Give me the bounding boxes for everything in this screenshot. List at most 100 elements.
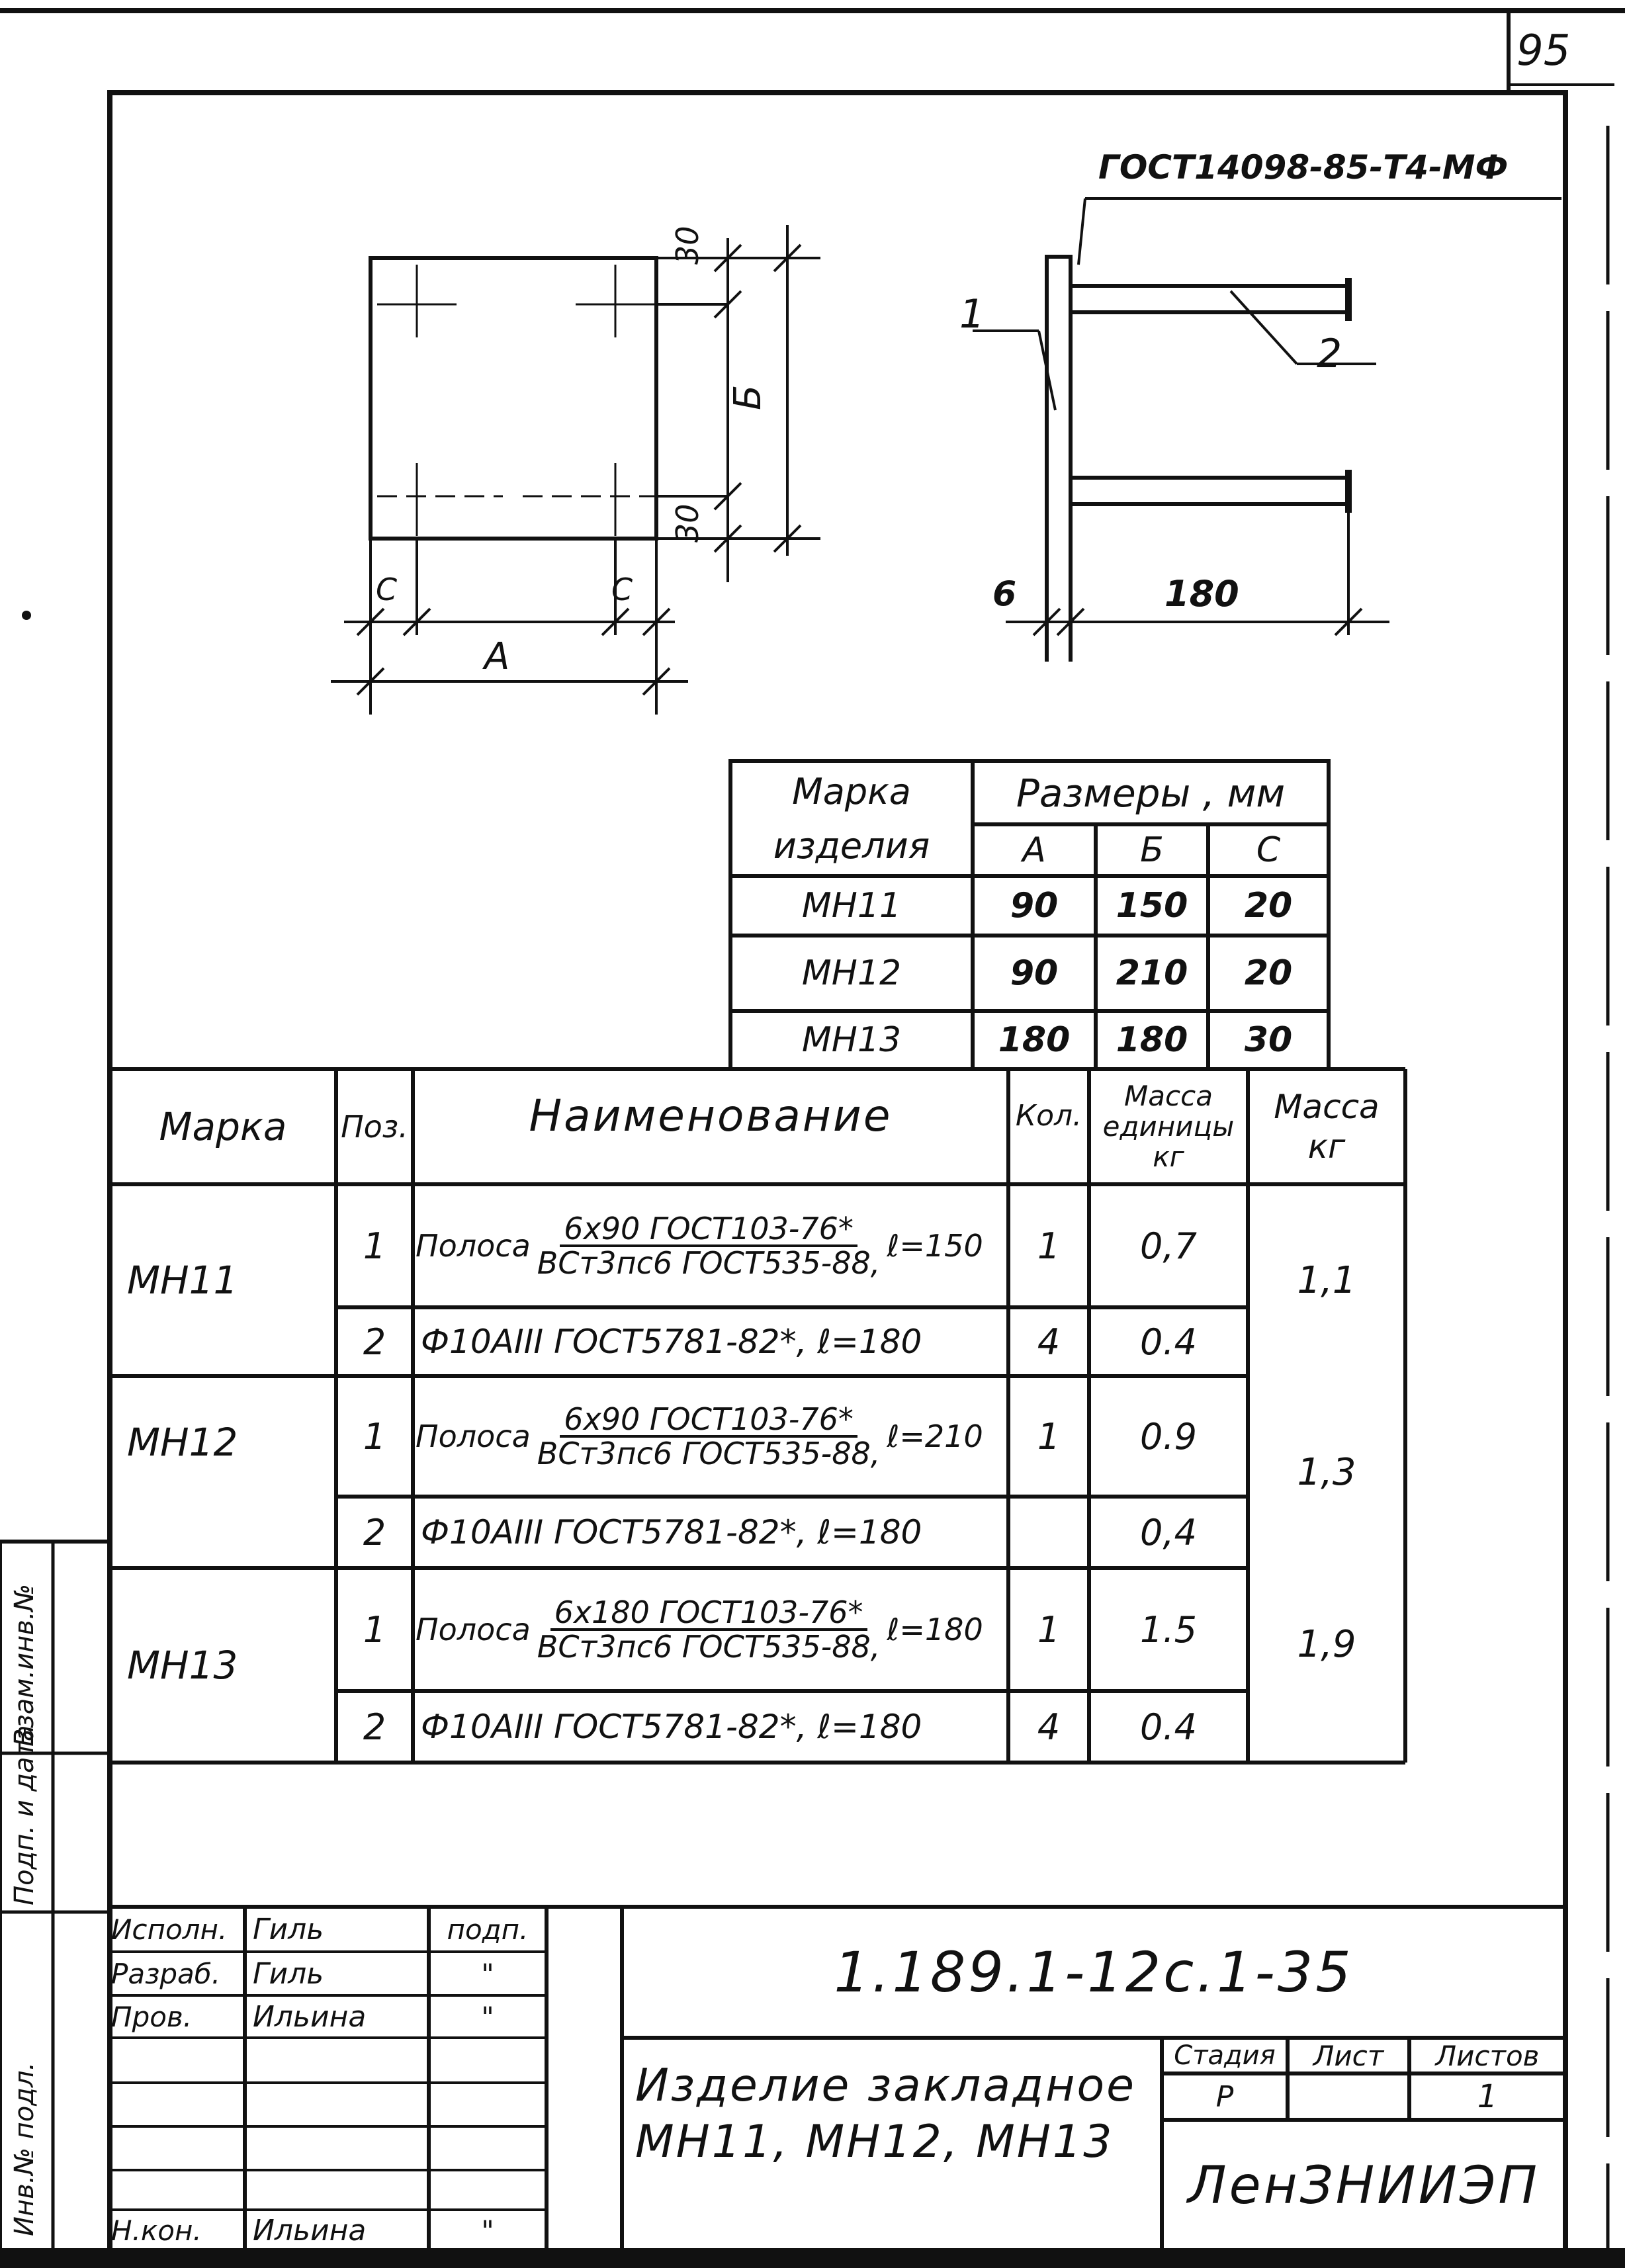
tb-title-line2: МН11, МН12, МН13: [635, 2116, 1114, 2168]
spec-row-fraction-den: ВСт3пс6 ГОСТ535-88,: [537, 1436, 881, 1471]
tb-doc-code: 1.189.1-12с.1-35: [834, 1940, 1354, 2005]
tb-role: Пров.: [111, 2000, 193, 2033]
sizes-row-b: 180: [1116, 1020, 1188, 1060]
sizes-col-b: Б: [1140, 830, 1164, 870]
spec-row-unit-mass: 0,4: [1140, 1511, 1197, 1553]
spec-group-mark: МН11: [127, 1258, 238, 1303]
spec-row-pos: 1: [363, 1415, 386, 1458]
spec-row-fraction-den: ВСт3пс6 ГОСТ535-88,: [537, 1629, 881, 1665]
sizes-row-a: 90: [1010, 953, 1059, 993]
sizes-row-c: 20: [1244, 953, 1293, 993]
tb-sheets: 1: [1477, 2078, 1498, 2115]
spec-row-prefix: Полоса: [416, 1228, 531, 1264]
tb-role: Н.кон.: [111, 2214, 202, 2247]
sizes-row-mark: МН11: [801, 886, 902, 926]
spec-row-fraction-num: 6х180 ГОСТ103-76*: [550, 1596, 867, 1631]
spec-row-pos: 2: [363, 1321, 386, 1363]
spec-row-qty: 4: [1037, 1321, 1061, 1363]
tb-sheet: [1288, 2073, 1409, 2120]
tb-name: Гиль: [253, 1912, 324, 1946]
spec-header-unit-mass-1: Масса: [1124, 1079, 1213, 1112]
tb-name: Ильина: [253, 1999, 367, 2034]
spec-row-unit-mass: 0.4: [1140, 1321, 1197, 1363]
dim-length: 180: [1164, 573, 1239, 615]
spec-row-fraction-den: ВСт3пс6 ГОСТ535-88,: [537, 1245, 881, 1281]
spec-group-mark: МН12: [127, 1420, 238, 1465]
sizes-row-a: 180: [998, 1020, 1071, 1060]
spec-row-name: Ф10АIII ГОСТ5781-82*, ℓ=180: [421, 1323, 922, 1361]
spec-row-suffix: ℓ=180: [887, 1612, 983, 1647]
spec-group-mark: МН13: [127, 1643, 238, 1688]
spec-header-pos: Поз.: [341, 1109, 408, 1145]
sheet-number: 95: [1516, 26, 1571, 75]
weld-gost-note: ГОСТ14098-85-Т4-МФ: [1098, 148, 1509, 187]
spec-row-fraction-num: 6х90 ГОСТ103-76*: [560, 1212, 857, 1247]
tb-sign: ": [481, 2214, 494, 2247]
spec-group-mass: 1,3: [1297, 1450, 1356, 1494]
dim-c-left: С: [376, 572, 398, 607]
spec-row-name: Полоса 6х180 ГОСТ103-76* ВСт3пс6 ГОСТ535…: [413, 1568, 1008, 1691]
spec-row-qty: 4: [1037, 1706, 1061, 1748]
spec-header-mark: Марка: [159, 1104, 287, 1149]
sizes-row-b: 150: [1116, 886, 1188, 926]
spec-row-name: Полоса 6х90 ГОСТ103-76* ВСт3пс6 ГОСТ535-…: [413, 1376, 1008, 1497]
tb-title-line1: Изделие закладное: [635, 2060, 1136, 2112]
sizes-row-c: 20: [1244, 886, 1293, 926]
spec-header-unit-mass-2: единицы: [1102, 1110, 1235, 1143]
tb-role: Разраб.: [111, 1957, 221, 1990]
tb-sheet-label: Лист: [1313, 2039, 1384, 2072]
tb-stage: Р: [1215, 2079, 1234, 2114]
spec-row-fraction: 6х180 ГОСТ103-76* ВСт3пс6 ГОСТ535-88,: [533, 1596, 885, 1663]
spec-header-mass: Масса кг: [1248, 1069, 1405, 1184]
spec-row-unit-mass: 0.4: [1140, 1706, 1197, 1748]
spec-row-name: Полоса 6х90 ГОСТ103-76* ВСт3пс6 ГОСТ535-…: [413, 1184, 1008, 1307]
sizes-row-b: 210: [1116, 953, 1188, 993]
tb-sheets-label: Листов: [1435, 2039, 1540, 2072]
tb-name: Ильина: [253, 2213, 367, 2247]
spec-row-pos: 1: [363, 1608, 386, 1651]
dim-c-right: С: [611, 572, 633, 607]
tb-organization: ЛенЗНИИЭП: [1187, 2156, 1540, 2216]
spec-header-qty: Кол.: [1015, 1098, 1082, 1133]
tb-stage-label: Стадия: [1174, 2040, 1276, 2071]
spec-row-pos: 1: [363, 1225, 386, 1267]
sizes-col-c: С: [1256, 830, 1281, 870]
spec-header-unit-mass: Масса единицы кг: [1089, 1069, 1248, 1184]
callout-plate: 1: [959, 291, 985, 337]
callout-bar: 2: [1317, 331, 1342, 377]
sizes-header-sizes: Размеры , мм: [1016, 771, 1286, 816]
tb-sign: ": [481, 2000, 494, 2033]
spec-header-mass-2: кг: [1307, 1127, 1346, 1166]
sizes-col-a: А: [1022, 830, 1046, 870]
spec-header-mass-1: Масса: [1274, 1088, 1380, 1126]
sizes-row-c: 30: [1244, 1020, 1293, 1060]
tb-title: Изделие закладное МН11, МН12, МН13: [635, 2058, 1158, 2170]
spec-row-qty: 1: [1037, 1225, 1061, 1267]
spec-table-grid: [110, 1067, 1407, 1765]
sizes-row-a: 90: [1010, 886, 1059, 926]
tb-role: Исполн.: [111, 1913, 228, 1946]
spec-row-unit-mass: 0,7: [1140, 1225, 1197, 1267]
spec-row-fraction: 6х90 ГОСТ103-76* ВСт3пс6 ГОСТ535-88,: [533, 1212, 885, 1281]
tb-sign: ": [481, 1957, 494, 1990]
spec-row-unit-mass: 1.5: [1140, 1608, 1197, 1651]
side-view: [973, 197, 1561, 662]
spec-row-qty: 1: [1037, 1608, 1061, 1651]
spec-row-qty: 1: [1037, 1415, 1061, 1458]
spec-group-mass: 1,1: [1297, 1258, 1356, 1302]
sizes-row-mark: МН13: [801, 1020, 902, 1060]
spec-row-pos: 2: [363, 1706, 386, 1748]
spec-row-fraction-num: 6х90 ГОСТ103-76*: [560, 1403, 857, 1438]
spec-row-suffix: ℓ=210: [887, 1418, 983, 1454]
sizes-header-mark-1: Марка: [792, 770, 911, 812]
tb-sign: подп.: [447, 1913, 529, 1946]
spec-row-fraction: 6х90 ГОСТ103-76* ВСт3пс6 ГОСТ535-88,: [533, 1403, 885, 1471]
spec-row-name: Ф10АIII ГОСТ5781-82*, ℓ=180: [421, 1708, 922, 1746]
spec-row-prefix: Полоса: [416, 1612, 531, 1647]
spec-row-unit-mass: 0.9: [1140, 1415, 1197, 1458]
dim-thickness: 6: [992, 574, 1017, 614]
sizes-header-mark-2: изделия: [773, 824, 930, 867]
